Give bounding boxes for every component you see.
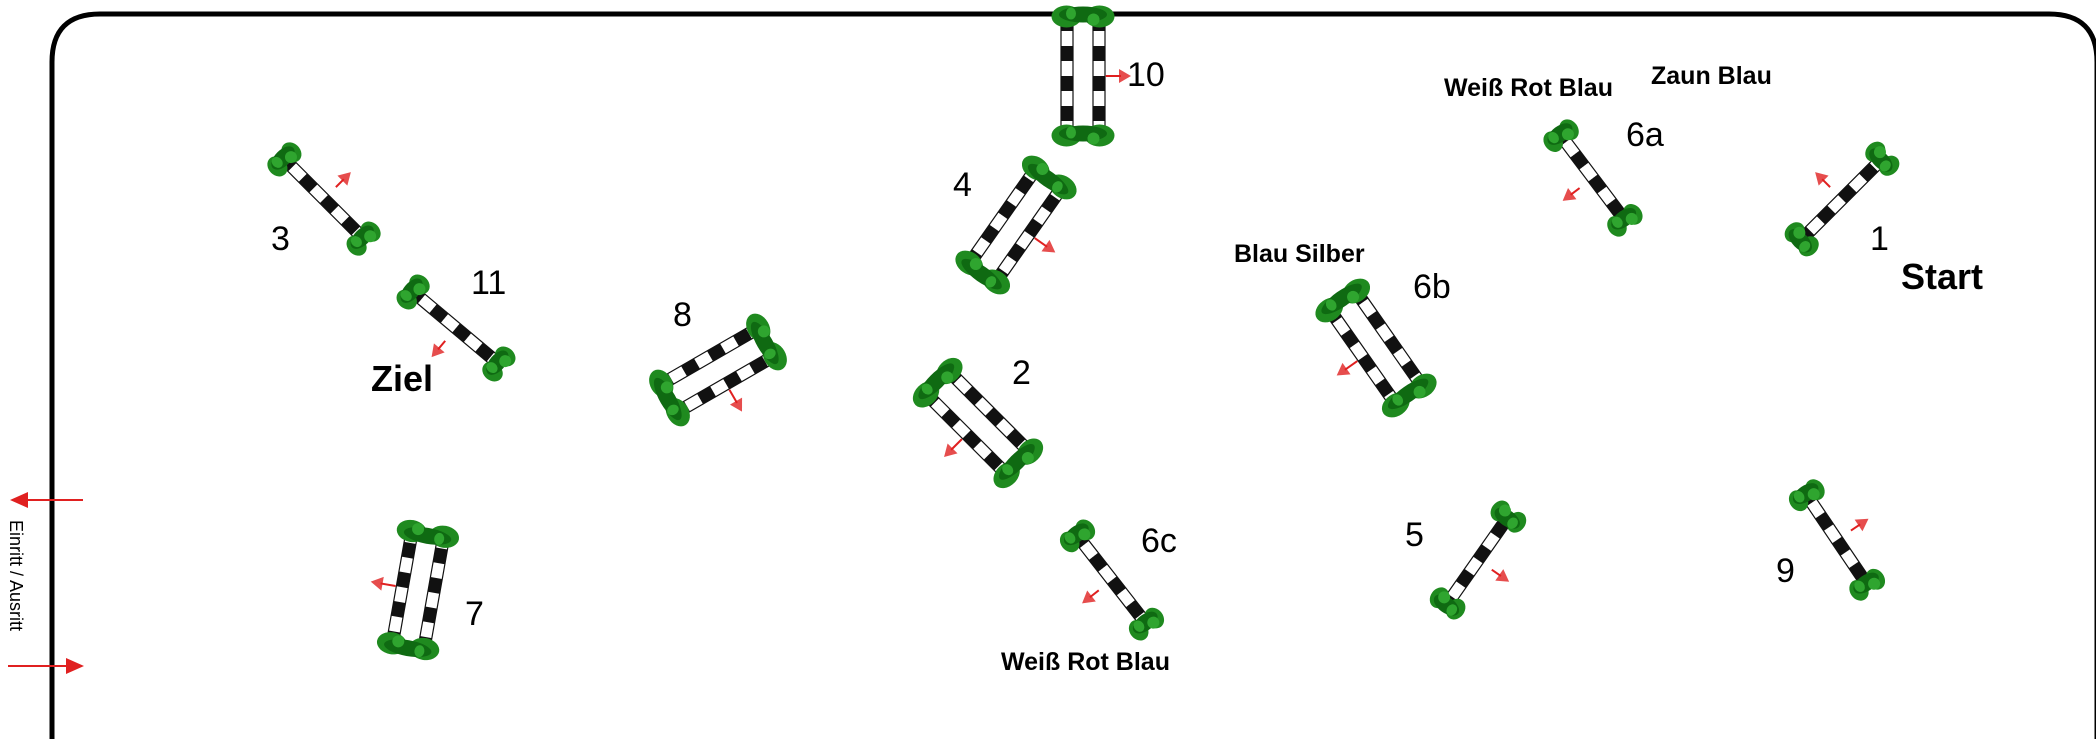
obstacle-rail bbox=[991, 184, 1067, 285]
obstacle-stand bbox=[482, 346, 516, 382]
obstacle-6c bbox=[1059, 519, 1165, 641]
obstacle-1 bbox=[1784, 141, 1900, 257]
obstacle-stand bbox=[1381, 373, 1437, 418]
obstacle-rail bbox=[417, 536, 450, 649]
obstacle-9 bbox=[1788, 479, 1886, 601]
obstacle-rail bbox=[1092, 17, 1106, 135]
obstacle-stand bbox=[1788, 479, 1825, 512]
obstacle-number-2: 2 bbox=[1012, 354, 1031, 392]
direction-arrow bbox=[1562, 187, 1581, 201]
obstacle-stand bbox=[1051, 124, 1115, 147]
obstacle-stand bbox=[267, 142, 302, 177]
obstacle-6b bbox=[1315, 278, 1437, 418]
direction-arrow bbox=[1815, 172, 1831, 188]
entrance-exit-label: Einritt / Ausritt bbox=[6, 520, 26, 631]
obstacle-stand bbox=[346, 221, 381, 256]
obstacle-11 bbox=[396, 274, 516, 382]
obstacle-10 bbox=[1051, 5, 1131, 147]
obstacle-stand bbox=[1059, 519, 1096, 553]
obstacles bbox=[267, 5, 1900, 661]
obstacle-rail bbox=[280, 155, 368, 243]
entrance-exit-arrows bbox=[8, 492, 84, 674]
obstacle-number-3: 3 bbox=[271, 220, 290, 258]
obstacle-stand bbox=[746, 313, 787, 371]
direction-arrow bbox=[728, 389, 743, 412]
start-label: Start bbox=[1901, 256, 1983, 297]
obstacle-stand bbox=[396, 519, 460, 548]
obstacle-rail bbox=[1073, 532, 1151, 628]
direction-arrow bbox=[944, 438, 963, 457]
finish-label: Ziel bbox=[371, 358, 433, 399]
obstacle-stand bbox=[1315, 278, 1371, 323]
obstacle-number-7: 7 bbox=[465, 595, 484, 633]
obstacle-5 bbox=[1429, 500, 1527, 620]
obstacle-stand bbox=[1607, 204, 1643, 237]
direction-arrow bbox=[1336, 360, 1358, 376]
obstacle-stand bbox=[1051, 5, 1115, 28]
color-label-6c: Weiß Rot Blau bbox=[1001, 648, 1170, 676]
color-label-6a: Weiß Rot Blau bbox=[1444, 74, 1613, 102]
obstacle-rail bbox=[922, 390, 1011, 479]
direction-arrow bbox=[431, 340, 446, 358]
arena-border bbox=[49, 11, 2096, 739]
obstacle-number-1: 1 bbox=[1870, 220, 1889, 258]
fence-color-label: Zaun Blau bbox=[1651, 62, 1772, 90]
obstacle-number-6c: 6c bbox=[1141, 522, 1177, 560]
obstacle-stand bbox=[376, 632, 440, 661]
direction-arrow bbox=[1034, 237, 1056, 253]
obstacle-stand bbox=[1784, 222, 1819, 257]
direction-arrow bbox=[1850, 518, 1869, 532]
obstacle-rail bbox=[1325, 307, 1401, 408]
obstacle-stand bbox=[649, 369, 690, 427]
obstacle-stand bbox=[396, 274, 430, 310]
direction-arrow bbox=[370, 576, 396, 591]
obstacle-2 bbox=[912, 357, 1044, 489]
obstacle-stand bbox=[1490, 500, 1527, 533]
direction-arrow bbox=[1491, 568, 1510, 582]
obstacle-stand bbox=[955, 250, 1011, 295]
direction-arrow bbox=[335, 172, 351, 188]
obstacle-number-6b: 6b bbox=[1413, 268, 1451, 306]
color-label-6b: Blau Silber bbox=[1234, 240, 1365, 268]
obstacle-3 bbox=[267, 142, 381, 256]
obstacle-number-9: 9 bbox=[1776, 552, 1795, 590]
obstacle-4 bbox=[955, 155, 1077, 295]
obstacle-rail bbox=[386, 531, 419, 644]
obstacle-stand bbox=[1021, 155, 1077, 200]
obstacle-number-4: 4 bbox=[953, 166, 972, 204]
obstacle-number-11: 11 bbox=[471, 264, 506, 302]
obstacle-7 bbox=[370, 519, 460, 661]
obstacle-number-5: 5 bbox=[1405, 516, 1424, 554]
obstacle-number-10: 10 bbox=[1127, 56, 1165, 94]
obstacle-stand bbox=[993, 438, 1044, 489]
obstacle-rail bbox=[1442, 513, 1514, 607]
obstacle-number-6a: 6a bbox=[1626, 116, 1664, 154]
direction-arrow bbox=[1105, 69, 1131, 83]
obstacle-8 bbox=[649, 313, 787, 427]
obstacle-rail bbox=[1060, 17, 1074, 135]
obstacle-stand bbox=[1429, 587, 1466, 620]
obstacle-stand bbox=[912, 357, 963, 408]
direction-arrow bbox=[1082, 589, 1100, 604]
obstacle-stand bbox=[1543, 119, 1579, 152]
obstacle-rail bbox=[1556, 132, 1630, 224]
obstacle-6a bbox=[1543, 119, 1643, 237]
obstacle-stand bbox=[1128, 607, 1165, 641]
obstacle-number-8: 8 bbox=[673, 296, 692, 334]
obstacle-rail bbox=[965, 165, 1041, 266]
obstacle-stand bbox=[1849, 568, 1886, 601]
obstacle-stand bbox=[1865, 141, 1900, 176]
obstacle-rail bbox=[1802, 492, 1872, 588]
